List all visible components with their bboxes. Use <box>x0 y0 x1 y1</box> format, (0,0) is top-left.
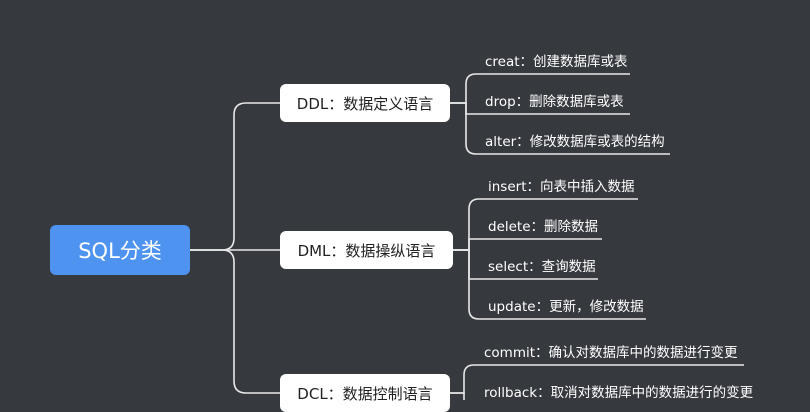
connector-root-ddl <box>190 102 280 251</box>
connector-dcl-commit <box>450 364 744 394</box>
branch-node-ddl[interactable]: DDL：数据定义语言 <box>280 84 450 122</box>
connector-dcl-rollback <box>450 392 465 400</box>
leaf-label: alter：修改数据库或表的结构 <box>485 134 665 150</box>
leaf-label: update：更新，修改数据 <box>488 299 644 315</box>
leaf-node-update[interactable]: update：更新，修改数据 <box>488 296 644 318</box>
connector-root-dcl <box>190 249 280 394</box>
connector-dml-insert <box>453 198 638 251</box>
branch-label-dcl: DCL：数据控制语言 <box>297 384 433 403</box>
leaf-node-select[interactable]: select：查询数据 <box>488 256 596 278</box>
leaf-node-alter[interactable]: alter：修改数据库或表的结构 <box>485 131 665 153</box>
leaf-node-drop[interactable]: drop：删除数据库或表 <box>485 91 624 113</box>
branch-node-dcl[interactable]: DCL：数据控制语言 <box>280 374 450 412</box>
root-node[interactable]: SQL分类 <box>50 225 190 275</box>
connector-lines <box>190 73 744 400</box>
connector-ddl-alter <box>450 102 670 155</box>
branch-label-dml: DML：数据操纵语言 <box>297 241 436 260</box>
leaf-node-delete[interactable]: delete：删除数据 <box>488 216 598 238</box>
leaf-label: select：查询数据 <box>488 259 596 275</box>
leaf-node-rollback[interactable]: rollback：取消对数据库中的数据进行的变更 <box>484 382 753 404</box>
leaf-label: drop：删除数据库或表 <box>485 94 624 110</box>
branch-label-ddl: DDL：数据定义语言 <box>296 94 434 113</box>
connector-dml-update <box>453 249 646 320</box>
leaf-node-commit[interactable]: commit：确认对数据库中的数据进行变更 <box>484 342 738 364</box>
leaf-node-insert[interactable]: insert：向表中插入数据 <box>488 176 635 198</box>
leaf-label: commit：确认对数据库中的数据进行变更 <box>484 345 738 361</box>
leaf-label: insert：向表中插入数据 <box>488 179 635 195</box>
mind-map-canvas: SQL分类 DDL：数据定义语言 DML：数据操纵语言 DCL：数据控制语言 c… <box>50 51 753 412</box>
branch-node-dml[interactable]: DML：数据操纵语言 <box>280 231 453 269</box>
leaf-label: delete：删除数据 <box>488 219 599 235</box>
leaf-label: rollback：取消对数据库中的数据进行的变更 <box>484 385 754 401</box>
leaf-label: creat：创建数据库或表 <box>485 54 628 70</box>
root-label: SQL分类 <box>78 239 162 263</box>
connector-ddl-creat <box>450 73 630 104</box>
leaf-node-creat[interactable]: creat：创建数据库或表 <box>485 51 628 73</box>
connector-dml-delete <box>453 238 602 251</box>
